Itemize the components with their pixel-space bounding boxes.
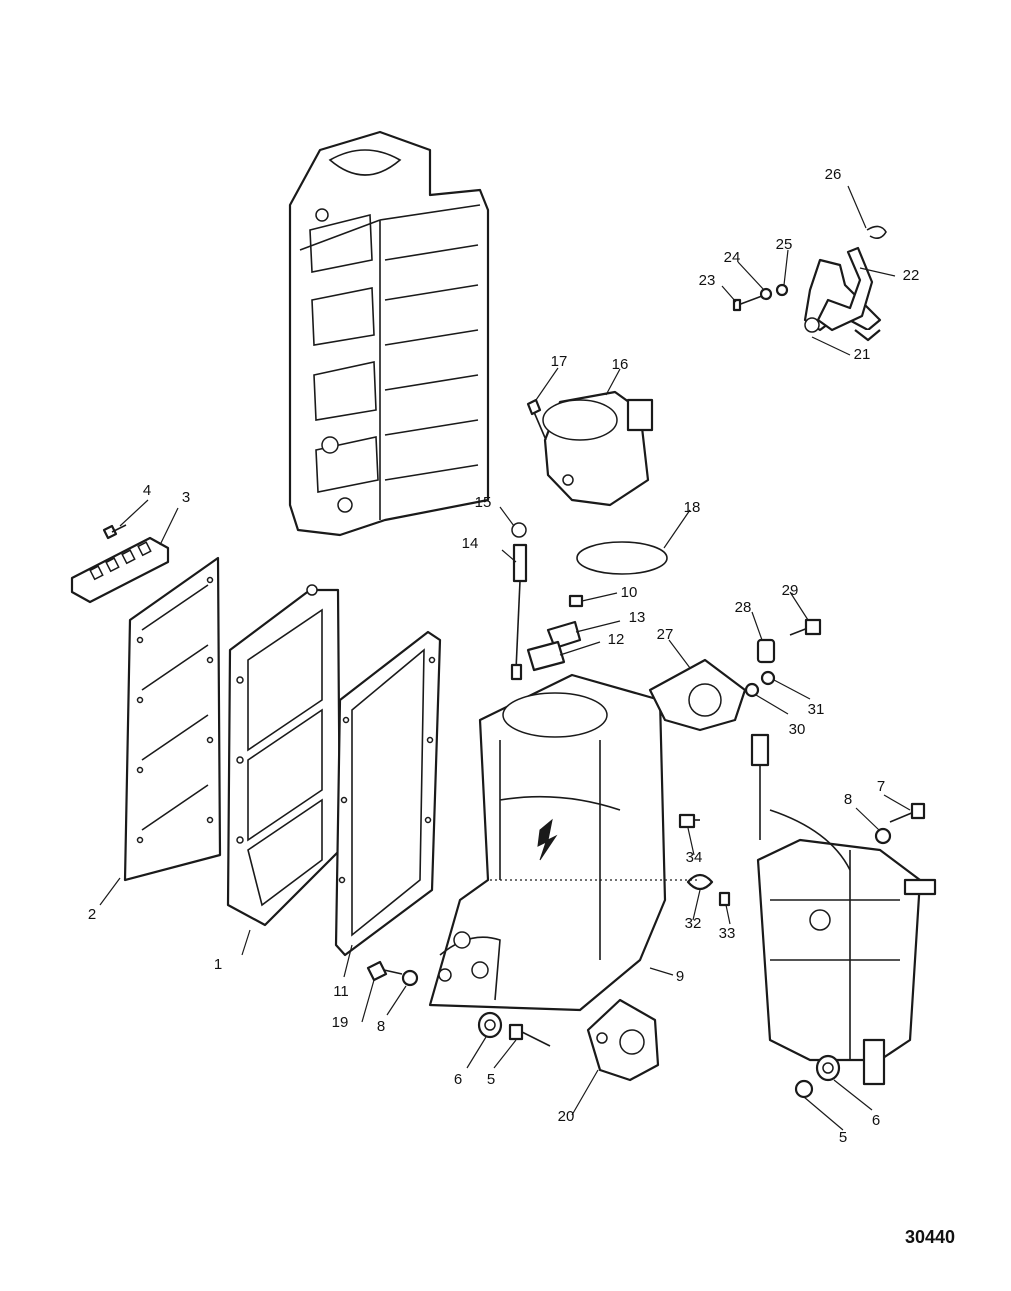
gasket-reed-block — [123, 556, 222, 882]
callout-30: 30 — [789, 721, 806, 738]
callout-25: 25 — [776, 236, 793, 253]
callout-3: 3 — [182, 489, 190, 506]
fitting — [756, 638, 776, 664]
water-pump — [586, 998, 660, 1082]
callout-15: 15 — [475, 494, 492, 511]
map-sensor — [526, 640, 566, 672]
retaining-clip — [866, 225, 887, 240]
callout-4: 4 — [143, 482, 151, 499]
fuel-washer — [874, 827, 892, 845]
o-ring — [576, 541, 668, 575]
callout-33: 33 — [719, 925, 736, 942]
callout-28: 28 — [735, 599, 752, 616]
callout-24: 24 — [724, 249, 741, 266]
callout-1: 1 — [214, 956, 222, 973]
leader-lines — [99, 185, 911, 1131]
idle-air-control-cover — [648, 658, 747, 732]
pump-grommet-right — [815, 1054, 841, 1082]
callout-32: 32 — [685, 915, 702, 932]
pump-washer-right — [794, 1079, 814, 1099]
callout-6: 6 — [454, 1071, 462, 1088]
link-bushing — [775, 283, 789, 297]
callout-18: 18 — [684, 499, 701, 516]
link-washer — [759, 287, 773, 301]
manifold-washer — [401, 969, 419, 987]
callout-19: 19 — [332, 1014, 349, 1031]
throttle-body — [542, 390, 654, 507]
pressure-sensor — [678, 813, 700, 829]
clamp-screw — [718, 891, 731, 907]
callout-17: 17 — [551, 353, 568, 370]
callout-13: 13 — [629, 609, 646, 626]
cylinder-block — [288, 130, 490, 537]
throttle-screw — [526, 398, 547, 441]
callout-27: 27 — [657, 626, 674, 643]
sensor-clip — [568, 594, 584, 608]
sensor-cap — [511, 522, 527, 538]
linkage-arm — [816, 246, 874, 332]
callout-5: 5 — [839, 1129, 847, 1146]
callout-10: 10 — [621, 584, 638, 601]
manifold-bolt — [366, 960, 403, 982]
gasket-intake — [334, 630, 442, 957]
reed-plate — [70, 536, 170, 604]
hose-clamp — [686, 873, 714, 891]
callout-23: 23 — [699, 272, 716, 289]
callout-11: 11 — [333, 983, 349, 1000]
callout-9: 9 — [676, 968, 684, 985]
callout-5: 5 — [487, 1071, 495, 1088]
flange-bolt — [789, 618, 822, 636]
callout-16: 16 — [612, 356, 629, 373]
fuel-bolt — [889, 802, 926, 823]
manifold-grommet-left — [477, 1011, 503, 1039]
link-screw — [732, 295, 763, 312]
reed-screw — [102, 524, 127, 540]
temperature-sensor — [510, 543, 528, 681]
callout-6: 6 — [872, 1112, 880, 1129]
callout-22: 22 — [903, 267, 920, 284]
callout-14: 14 — [462, 535, 479, 552]
callout-21: 21 — [854, 346, 871, 363]
callout-34: 34 — [686, 849, 703, 866]
manifold-screw-left — [508, 1023, 551, 1047]
reed-block-housing — [226, 584, 342, 927]
figure-number: 30440 — [905, 1227, 955, 1247]
callout-8: 8 — [377, 1018, 385, 1035]
plug — [744, 682, 760, 698]
callout-20: 20 — [558, 1108, 575, 1125]
callout-31: 31 — [808, 701, 825, 718]
callout-labels: 1 2 3 4 5 5 6 6 7 8 8 9 10 11 12 13 14 1… — [88, 166, 920, 1146]
intake-manifold — [428, 673, 667, 1012]
fuel-pump-assembly — [750, 733, 937, 1086]
callout-26: 26 — [825, 166, 842, 183]
callout-2: 2 — [88, 906, 96, 923]
callout-7: 7 — [877, 778, 885, 795]
callout-29: 29 — [782, 582, 799, 599]
callout-12: 12 — [608, 631, 625, 648]
grommet — [760, 670, 776, 686]
callout-8: 8 — [844, 791, 852, 808]
